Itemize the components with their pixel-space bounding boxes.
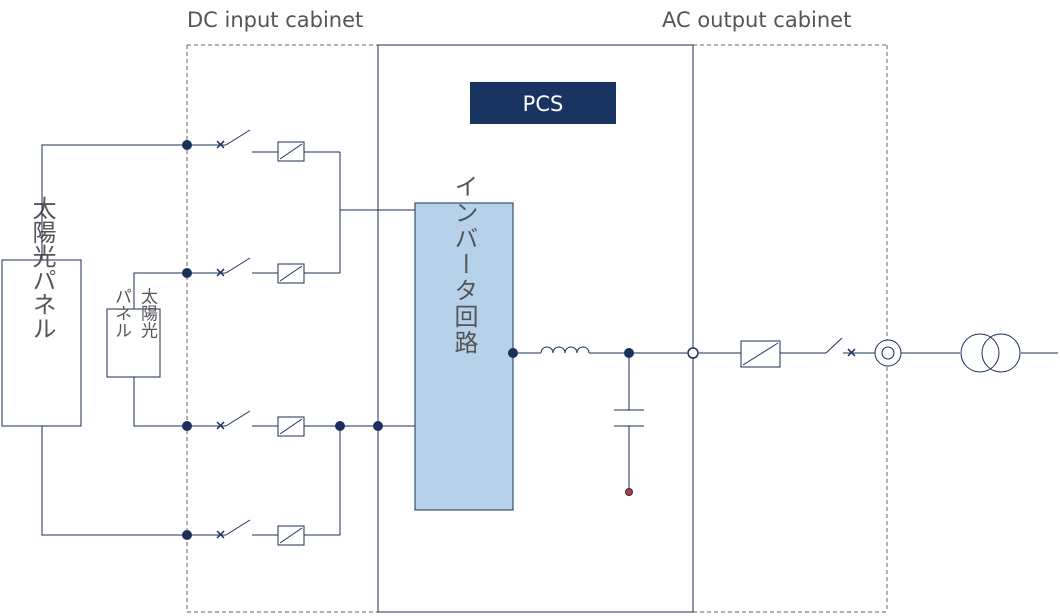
switch-mark-ac xyxy=(847,348,856,357)
wiring xyxy=(41,129,1058,536)
ac-cabinet-outline xyxy=(693,44,888,613)
switch-mark-3 xyxy=(216,421,225,430)
junction-dots xyxy=(182,140,634,540)
inverter-label: インバータ回路 xyxy=(450,174,478,356)
switch-mark-1 xyxy=(216,140,225,149)
fuse-4 xyxy=(277,525,305,546)
switch-mark-4 xyxy=(216,530,225,539)
solar-panel-small xyxy=(106,308,161,378)
meter-symbol xyxy=(874,339,902,367)
pcs-enclosure xyxy=(377,44,694,613)
ac-terminal xyxy=(687,347,699,359)
pcs-title: PCS xyxy=(523,92,564,116)
solar-panel-small-label-right: 太陽光 xyxy=(137,287,158,339)
fuse-3 xyxy=(277,416,305,437)
fuse-1 xyxy=(277,141,305,162)
dc-cabinet-outline xyxy=(186,44,378,613)
ground-point xyxy=(625,488,633,496)
ac-fuse xyxy=(740,340,781,368)
dc-cabinet-label: DC input cabinet xyxy=(187,8,363,32)
switch-mark-2 xyxy=(216,268,225,277)
ac-cabinet-label: AC output cabinet xyxy=(662,8,851,32)
switch-marks xyxy=(216,140,856,539)
pcs-title-box xyxy=(470,82,616,124)
solar-panel-small-label-left: パネル xyxy=(111,288,131,339)
fuses xyxy=(277,141,781,546)
transformer-symbol xyxy=(960,333,1021,373)
fuse-2 xyxy=(277,263,305,284)
solar-panel-large xyxy=(1,259,82,427)
